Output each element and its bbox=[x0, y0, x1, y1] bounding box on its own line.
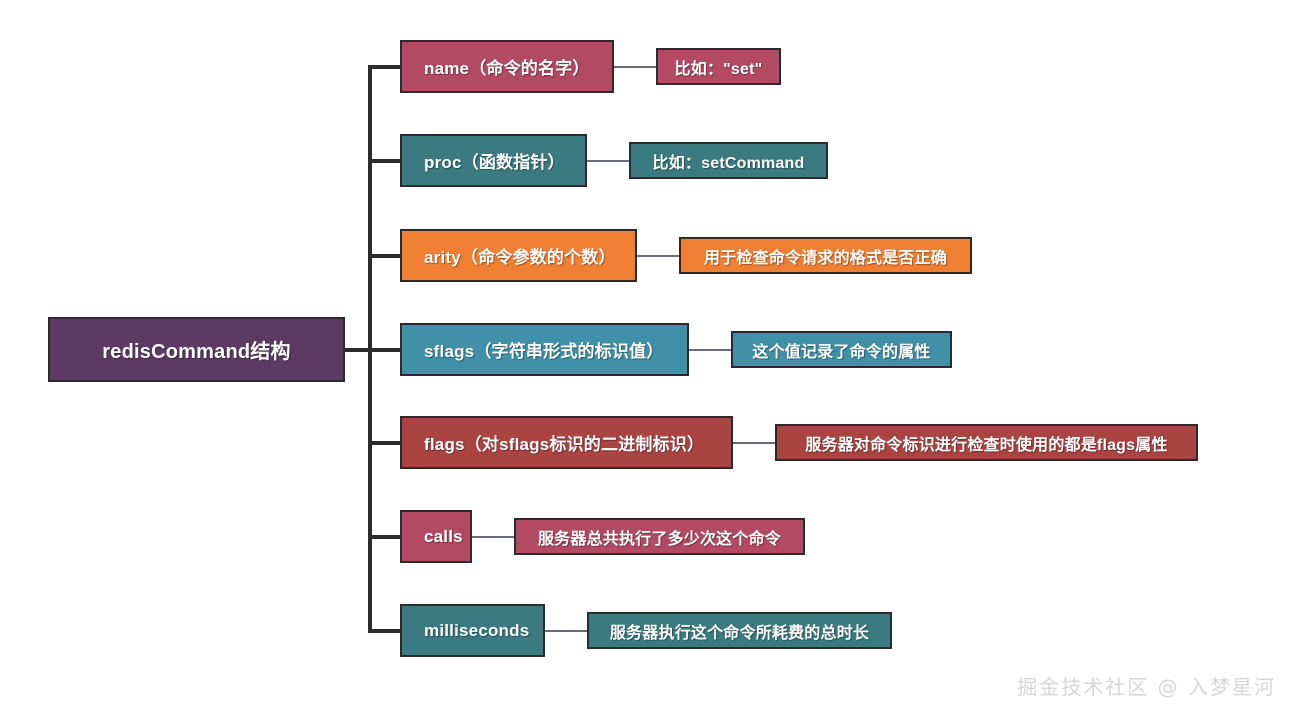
branch-to-leaf-line-arity bbox=[637, 255, 679, 257]
branch-to-leaf-line-milliseconds bbox=[545, 630, 587, 632]
root-node-label: redisCommand结构 bbox=[102, 341, 291, 363]
branch-node-label-sflags: sflags（字符串形式的标识值） bbox=[424, 342, 664, 361]
root-to-trunk-line bbox=[345, 348, 372, 352]
branch-node-calls[interactable]: calls bbox=[400, 510, 472, 563]
branch-node-sflags[interactable]: sflags（字符串形式的标识值） bbox=[400, 323, 689, 376]
leaf-node-flags-desc[interactable]: 服务器对命令标识进行检查时使用的都是flags属性 bbox=[775, 424, 1198, 461]
trunk-stub-proc bbox=[368, 159, 402, 163]
leaf-node-label-sflags-desc: 这个值记录了命令的属性 bbox=[752, 343, 931, 361]
leaf-node-name-example[interactable]: 比如："set" bbox=[656, 48, 781, 85]
branch-to-leaf-line-proc bbox=[587, 160, 629, 162]
branch-node-label-calls: calls bbox=[424, 526, 463, 546]
leaf-node-label-flags-desc: 服务器对命令标识进行检查时使用的都是flags属性 bbox=[805, 436, 1168, 454]
branch-node-milliseconds[interactable]: milliseconds bbox=[400, 604, 545, 657]
leaf-node-label-proc-example: 比如：setCommand bbox=[652, 154, 805, 172]
branch-to-leaf-line-name bbox=[614, 66, 656, 68]
branch-node-name[interactable]: name（命令的名字） bbox=[400, 40, 614, 93]
branch-node-proc[interactable]: proc（函数指针） bbox=[400, 134, 587, 187]
leaf-node-label-calls-desc: 服务器总共执行了多少次这个命令 bbox=[537, 530, 781, 548]
leaf-node-label-arity-desc: 用于检查命令请求的格式是否正确 bbox=[703, 249, 947, 267]
leaf-node-calls-desc[interactable]: 服务器总共执行了多少次这个命令 bbox=[514, 518, 805, 555]
leaf-node-label-name-example: 比如："set" bbox=[674, 60, 763, 78]
watermark: 掘金技术社区 @ 入梦星河 bbox=[1017, 675, 1276, 699]
branch-node-arity[interactable]: arity（命令参数的个数） bbox=[400, 229, 637, 282]
branch-node-label-proc: proc（函数指针） bbox=[424, 153, 565, 172]
branch-to-leaf-line-sflags bbox=[689, 349, 731, 351]
branch-node-label-name: name（命令的名字） bbox=[424, 59, 590, 78]
branch-node-label-flags: flags（对sflags标识的二进制标识） bbox=[424, 435, 705, 454]
trunk-stub-calls bbox=[368, 535, 402, 539]
trunk-stub-name bbox=[368, 65, 402, 69]
branch-node-label-arity: arity（命令参数的个数） bbox=[424, 248, 616, 267]
branch-to-leaf-line-flags bbox=[733, 442, 775, 444]
branch-node-label-milliseconds: milliseconds bbox=[424, 620, 530, 640]
branch-node-flags[interactable]: flags（对sflags标识的二进制标识） bbox=[400, 416, 733, 469]
branch-to-leaf-line-calls bbox=[472, 536, 514, 538]
leaf-node-label-milliseconds-desc: 服务器执行这个命令所耗费的总时长 bbox=[609, 624, 870, 642]
leaf-node-arity-desc[interactable]: 用于检查命令请求的格式是否正确 bbox=[679, 237, 972, 274]
trunk-stub-arity bbox=[368, 254, 402, 258]
leaf-node-proc-example[interactable]: 比如：setCommand bbox=[629, 142, 828, 179]
root-node-rediscommand[interactable]: redisCommand结构 bbox=[48, 317, 345, 382]
trunk-stub-flags bbox=[368, 441, 402, 445]
trunk-stub-sflags bbox=[368, 348, 402, 352]
leaf-node-sflags-desc[interactable]: 这个值记录了命令的属性 bbox=[731, 331, 952, 368]
trunk-stub-milliseconds bbox=[368, 629, 402, 633]
leaf-node-milliseconds-desc[interactable]: 服务器执行这个命令所耗费的总时长 bbox=[587, 612, 892, 649]
